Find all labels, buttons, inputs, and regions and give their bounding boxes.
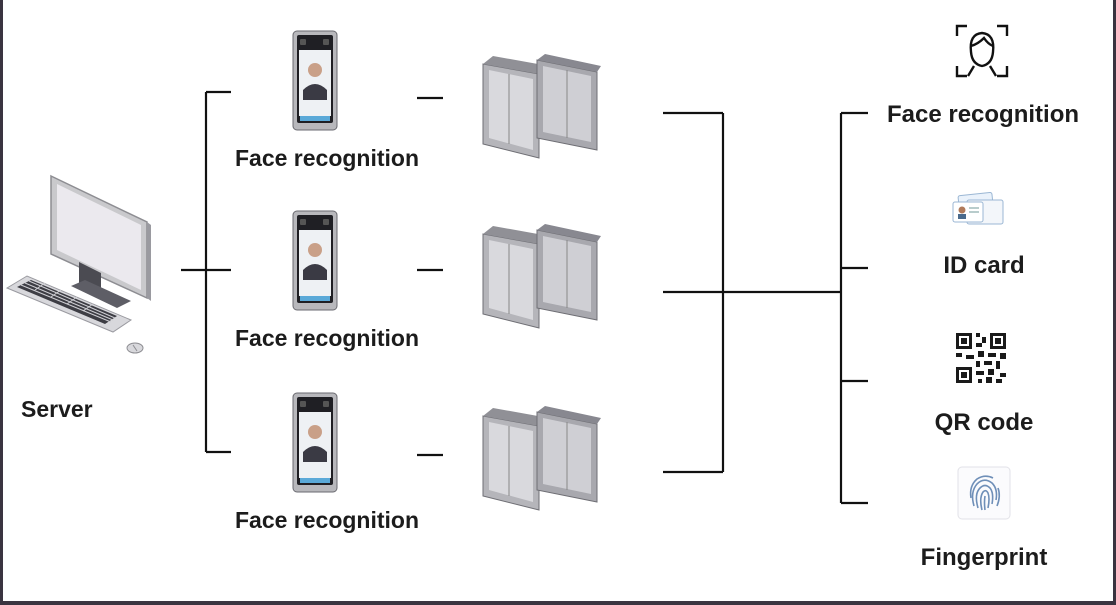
server-label: Server — [21, 396, 93, 422]
method-id-card-label: ID card — [943, 252, 1025, 279]
qr-code-icon — [956, 333, 1006, 383]
method-qr-code-label: QR code — [934, 409, 1034, 436]
turnstile-gate-3-icon — [482, 406, 601, 511]
id-card-icon — [952, 192, 1004, 225]
turnstile-gate-1-icon — [482, 54, 601, 159]
face-recognition-terminal-1-icon — [292, 30, 338, 131]
terminal-1-label: Face recognition — [234, 145, 420, 171]
face-recognition-terminal-2-icon — [292, 210, 338, 311]
terminal-2-label: Face recognition — [234, 325, 420, 351]
diagram-canvas: Server Face recognition Face recognition… — [3, 0, 1113, 601]
fingerprint-icon — [957, 466, 1011, 520]
face-scan-icon — [955, 24, 1009, 78]
turnstile-gate-2-icon — [482, 224, 601, 329]
server-computer-icon — [5, 174, 151, 354]
connector-lines — [181, 90, 868, 505]
terminal-3-label: Face recognition — [234, 507, 420, 533]
method-fingerprint-label: Fingerprint — [920, 544, 1048, 571]
face-recognition-terminal-3-icon — [292, 392, 338, 493]
method-face-recognition-label: Face recognition — [886, 101, 1080, 128]
